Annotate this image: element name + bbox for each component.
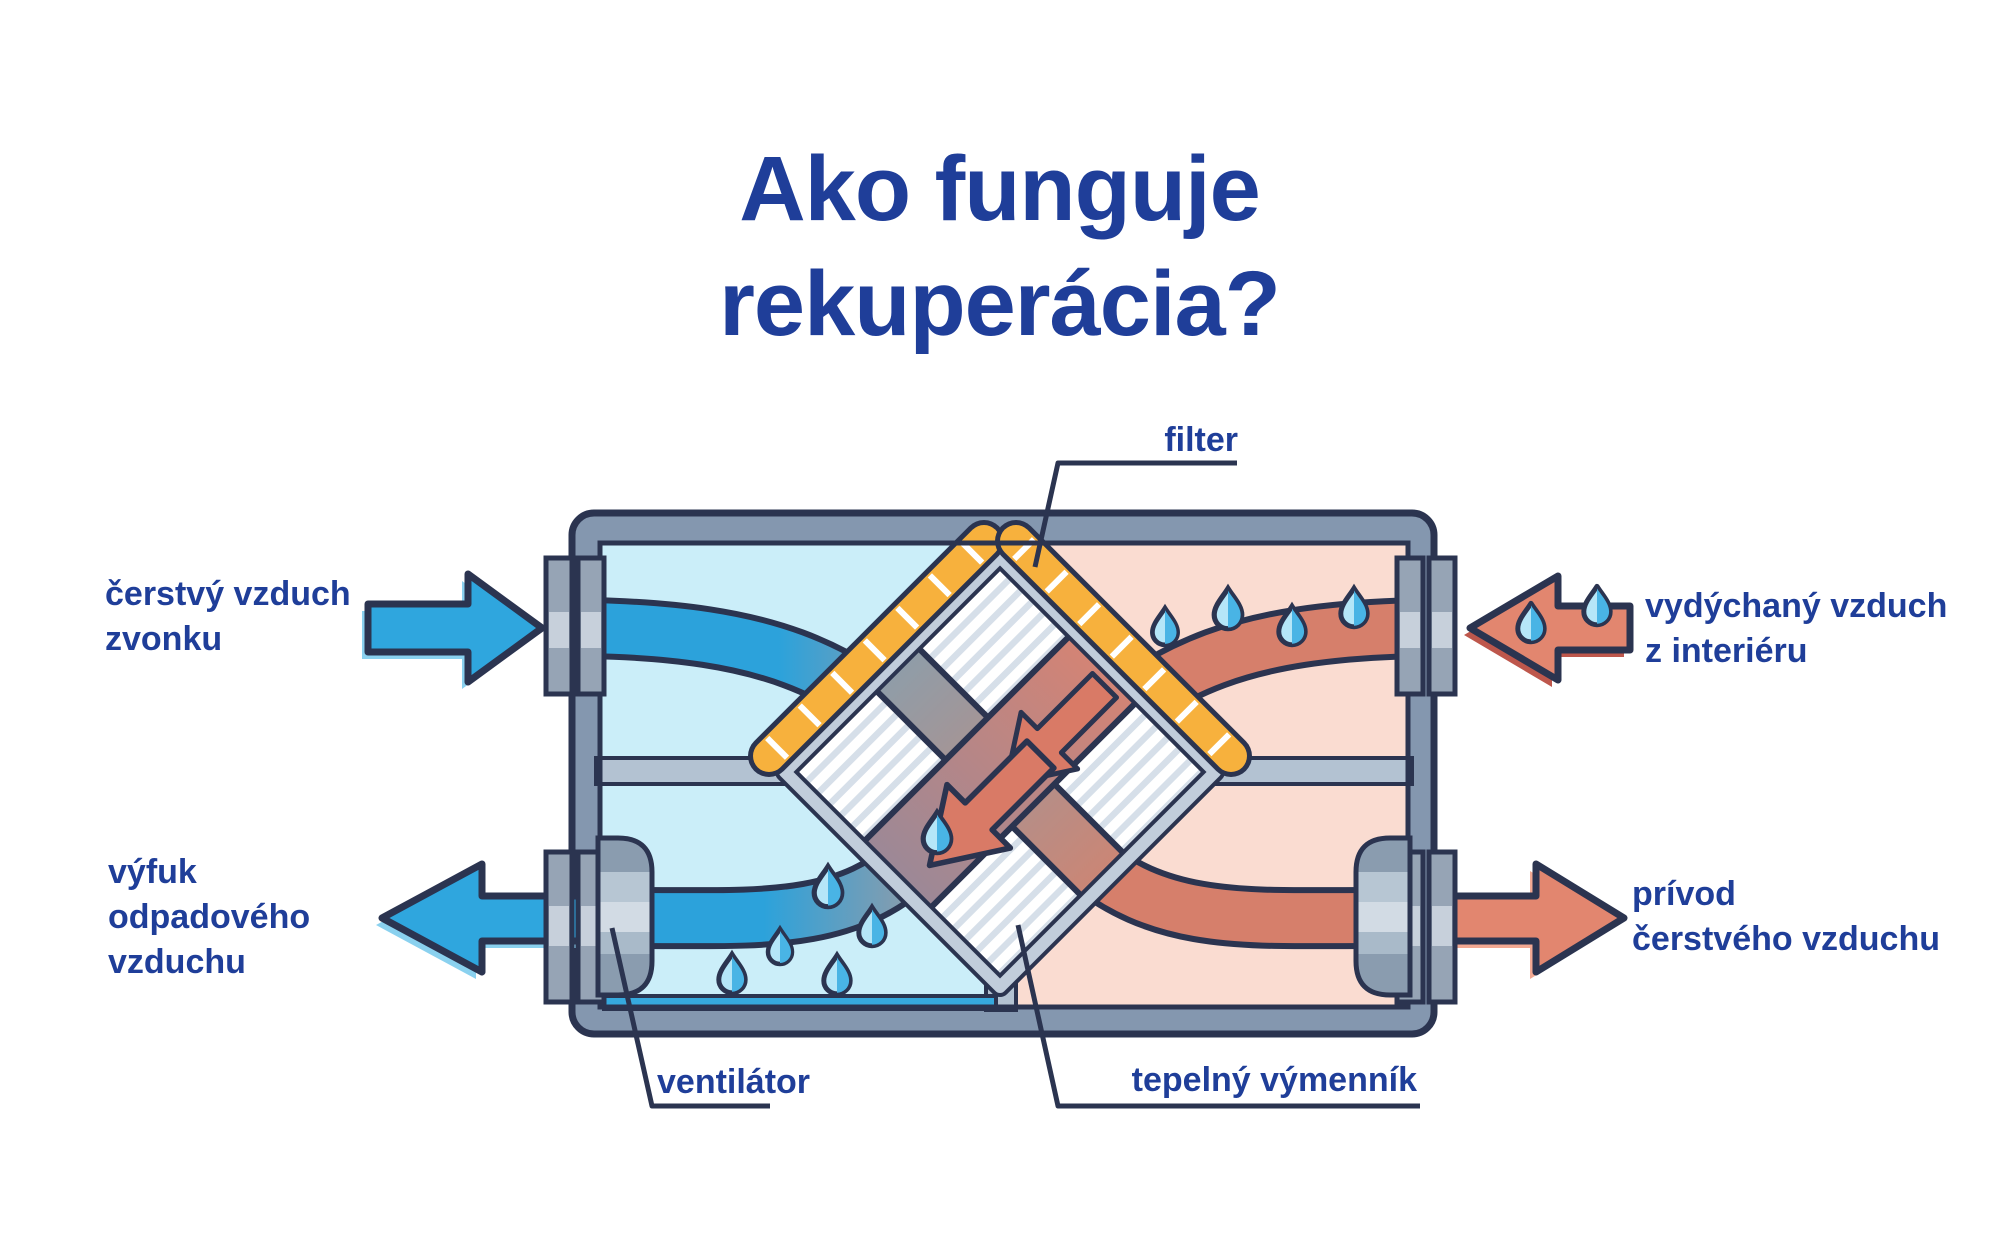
supply-out-arrow bbox=[1440, 860, 1628, 979]
external-arrows bbox=[362, 570, 1634, 979]
label-fan: ventilátor bbox=[657, 1063, 811, 1101]
filter-strips bbox=[748, 520, 1252, 777]
label-stale-air-interior: vydýchaný vzduch z interiéru bbox=[1645, 587, 1948, 670]
page-title: Ako funguje rekuperácia? bbox=[0, 132, 1999, 362]
label-fresh-air-outside: čerstvý vzduch zvonku bbox=[105, 575, 351, 658]
title-line1: Ako funguje bbox=[739, 138, 1261, 240]
label-exhaust-waste-air: výfuk odpadového vzduchu bbox=[108, 853, 311, 981]
label-heat-exchanger: tepelný výmenník bbox=[1131, 1061, 1417, 1099]
fan-right bbox=[1353, 835, 1413, 998]
fan-left bbox=[595, 835, 655, 998]
heat-exchanger-core bbox=[775, 547, 1225, 997]
leader-heat-exchanger bbox=[1015, 924, 1420, 1109]
stale-air-in-arrow bbox=[1464, 572, 1634, 687]
leader-lines bbox=[609, 460, 1420, 1109]
water-droplet bbox=[1584, 586, 1610, 625]
label-filter: filter bbox=[1164, 421, 1238, 459]
leader-fan bbox=[609, 927, 770, 1109]
fresh-air-in-arrow bbox=[362, 570, 546, 689]
filter-strip-left bbox=[748, 520, 1005, 777]
filter-strip-right bbox=[995, 520, 1252, 777]
label-fresh-air-supply: prívod čerstvého vzduchu bbox=[1632, 875, 1940, 958]
title-line2: rekuperácia? bbox=[719, 253, 1281, 355]
duct-sleeves bbox=[543, 555, 1458, 1005]
leader-filter bbox=[1032, 460, 1237, 568]
